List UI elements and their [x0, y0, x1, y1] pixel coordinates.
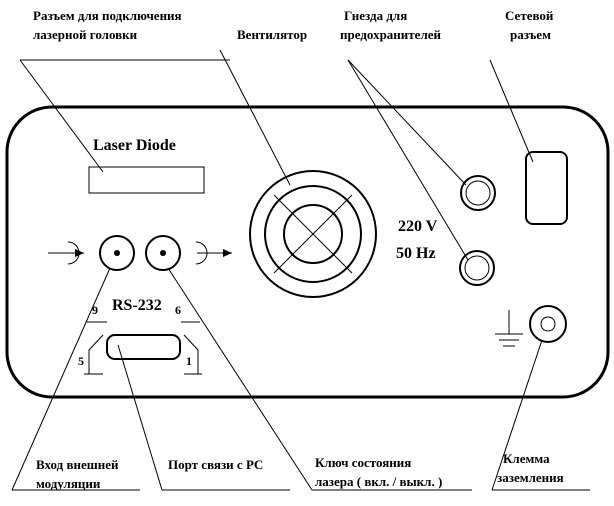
fuses-label-line2: предохранителей — [340, 27, 442, 42]
power-socket — [525, 151, 568, 225]
ground-terminal — [529, 305, 567, 343]
fan — [249, 170, 377, 298]
rs232-label: RS-232 — [112, 297, 162, 314]
pin-1-label: 1 — [186, 354, 192, 368]
laser-connector-label-line1: Разъем для подключения — [33, 8, 182, 23]
modulation-label-line1: Вход внешней — [36, 457, 119, 472]
fuse-holder-top — [460, 175, 496, 211]
ground-symbol — [495, 310, 523, 347]
laser-head-connector — [88, 166, 205, 194]
device-title: Laser Diode — [93, 137, 176, 154]
frequency-label: 50 Hz — [396, 245, 436, 262]
laser-switch-label-line1: Ключ состояния — [315, 455, 411, 470]
laser-connector-label-line2: лазерной головки — [33, 27, 138, 42]
arrow-in-icon — [48, 241, 84, 265]
callout-leaders — [11, 49, 590, 491]
power-socket-label-line2: разъем — [510, 27, 551, 42]
pin-9-label: 9 — [92, 303, 98, 317]
fan-label: Вентилятор — [237, 27, 307, 42]
modulation-label-line2: модуляции — [36, 476, 101, 491]
pc-port-label: Порт связи с PC — [168, 457, 263, 472]
rs232-port — [84, 321, 202, 375]
ground-label-line2: заземления — [497, 470, 564, 485]
modulation-input-connector — [99, 235, 135, 271]
front-panel-outline — [5, 105, 610, 399]
pin-6-label: 6 — [175, 303, 181, 317]
arrow-out-icon — [195, 241, 232, 265]
ground-label-line1: Клемма — [503, 451, 550, 466]
power-socket-label-line1: Сетевой — [505, 8, 554, 23]
fuse-holder-bottom — [459, 250, 495, 286]
voltage-label: 220 V — [398, 218, 438, 235]
pin-5-label: 5 — [78, 354, 84, 368]
laser-switch-connector — [145, 235, 181, 271]
laser-switch-label-line2: лазера ( вкл. / выкл. ) — [315, 474, 442, 489]
fuses-label-line1: Гнезда для — [344, 8, 407, 23]
